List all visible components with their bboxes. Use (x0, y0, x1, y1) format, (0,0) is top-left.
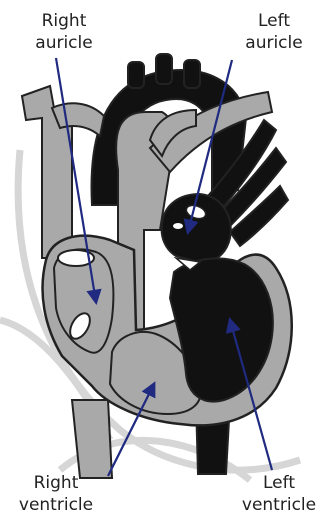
label-right-ventricle: Right ventricle (10, 472, 102, 516)
label-right-ventricle-line1: Right (10, 472, 102, 494)
label-left-ventricle-line2: ventricle (233, 494, 325, 516)
label-left-auricle-line2: auricle (228, 32, 320, 54)
label-right-ventricle-line2: ventricle (10, 494, 102, 516)
label-right-auricle-line2: auricle (18, 32, 110, 54)
label-left-ventricle: Left ventricle (233, 472, 325, 516)
label-left-auricle: Left auricle (228, 10, 320, 54)
label-left-ventricle-line1: Left (233, 472, 325, 494)
label-left-auricle-line1: Left (228, 10, 320, 32)
label-right-auricle: Right auricle (18, 10, 110, 54)
label-right-auricle-line1: Right (18, 10, 110, 32)
